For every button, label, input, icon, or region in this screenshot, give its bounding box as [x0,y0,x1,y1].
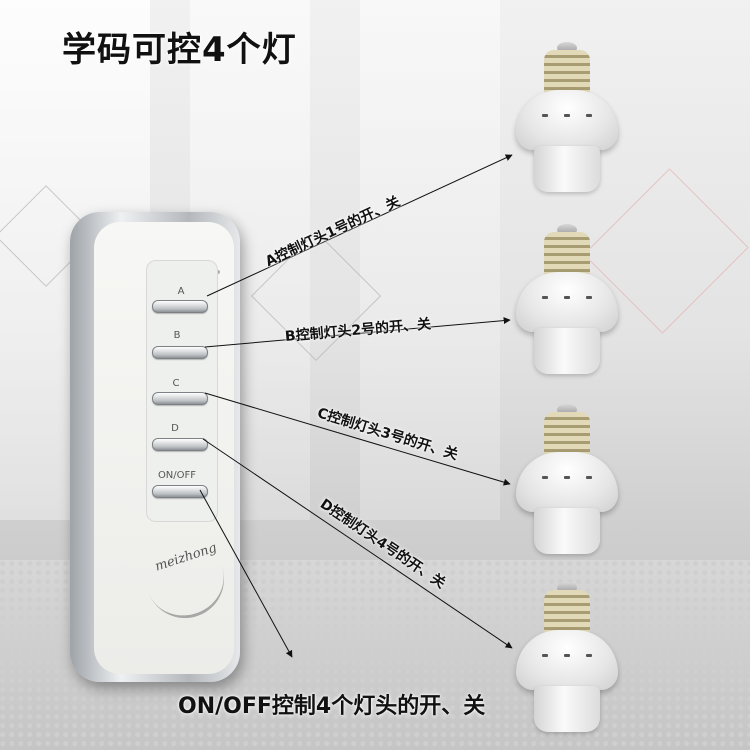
lamp-socket-3 [512,404,622,562]
indicator-led [216,270,220,274]
vent-slot [542,476,548,479]
socket-body [534,328,600,374]
remote-button-a[interactable] [152,300,208,313]
socket-collar [516,452,618,512]
vent-slot [564,114,570,117]
button-label-onoff: ON/OFF [157,470,197,481]
vent-slot [542,296,548,299]
lamp-socket-4 [512,582,622,740]
screw-base [544,412,590,458]
socket-body [534,508,600,554]
lamp-socket-1 [512,42,622,200]
remote-face: A B C D ON/OFF meizhong [94,222,236,674]
annotation-onoff: ON/OFF控制4个灯头的开、关 [178,694,486,719]
vent-slot [564,296,570,299]
socket-collar [516,272,618,332]
button-label-a: A [177,286,185,297]
arrow-onoff [199,489,293,658]
vent-slot [542,114,548,117]
vent-slot [564,654,570,657]
socket-body [534,146,600,192]
screw-base [544,50,590,96]
lamp-socket-2 [512,224,622,382]
page-title: 学码可控4个灯 [62,30,297,70]
vent-slot [586,296,592,299]
vent-slot [586,114,592,117]
socket-collar [516,630,618,690]
button-label-b: B [173,330,181,341]
vent-slot [586,654,592,657]
button-label-d: D [171,423,179,434]
remote-button-b[interactable] [152,346,208,359]
arrow-b [204,317,511,348]
button-label-c: C [172,378,180,389]
remote-button-c[interactable] [152,392,208,405]
background-window [360,0,500,520]
remote-control: A B C D ON/OFF meizhong [70,212,240,682]
socket-collar [516,90,618,150]
arrow-a [206,154,513,297]
vent-slot [564,476,570,479]
screw-base [544,232,590,278]
arrow-c [204,392,511,486]
remote-button-onoff[interactable] [152,485,208,498]
vent-slot [586,476,592,479]
vent-slot [542,654,548,657]
remote-button-d[interactable] [152,438,208,451]
screw-base [544,590,590,636]
arrow-d [202,438,513,649]
socket-body [534,686,600,732]
